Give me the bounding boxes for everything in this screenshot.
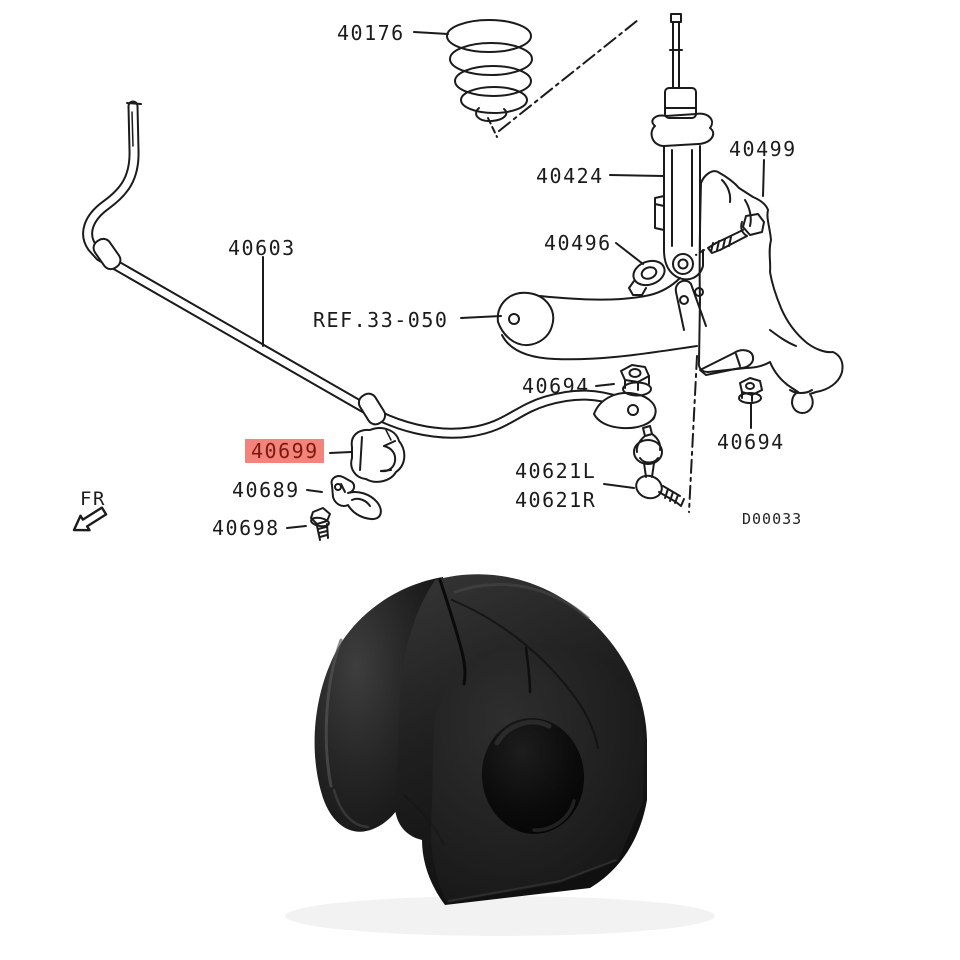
flange-bottom-highlight [332, 788, 370, 829]
leader-40424 [609, 174, 665, 177]
photo-shadow [285, 896, 715, 936]
mount-bolt-drawing [695, 213, 765, 256]
nut-40694-lower-drawing [738, 377, 763, 404]
part-label-40499: 40499 [729, 137, 797, 161]
part-label-40496: 40496 [544, 231, 612, 255]
section-line [688, 355, 698, 513]
coil-spring-drawing [446, 19, 533, 138]
clip-flag-drawing [699, 349, 755, 376]
bolt-40698-drawing [310, 507, 331, 541]
leader-40621 [603, 483, 635, 489]
leader-40496 [615, 242, 644, 265]
part-label-40698: 40698 [212, 516, 280, 540]
leader-40694-upper [595, 383, 615, 387]
strut-drawing [650, 13, 715, 281]
flange-rim-highlight [324, 638, 343, 788]
bushing-body [394, 574, 647, 905]
part-label-40176: 40176 [337, 21, 405, 45]
bushing-front-face [431, 642, 644, 903]
leader-40499 [762, 159, 765, 197]
knuckle-drawing [697, 170, 844, 414]
bushing-photo [285, 574, 715, 936]
part-label-40621L: 40621L [515, 459, 597, 483]
drawing-code: D00033 [742, 510, 803, 528]
face-bottom-edge-light [448, 859, 617, 902]
part-label-40621R: 40621R [515, 488, 597, 512]
lower-crease [403, 794, 445, 846]
face-slit-line [524, 646, 532, 694]
ref-label-33-050: REF.33-050 [313, 308, 449, 332]
fr-direction-label: FR [80, 488, 106, 510]
part-label-40699-highlighted: 40699 [245, 439, 324, 463]
spring-section-line [498, 19, 639, 132]
leader-40699 [329, 451, 352, 454]
part-label-40689: 40689 [232, 478, 300, 502]
leader-ref-33-050 [460, 315, 502, 319]
part-label-40424: 40424 [536, 164, 604, 188]
washer-40496-drawing [628, 259, 666, 296]
part-label-40694-lower: 40694 [717, 430, 785, 454]
leader-40689 [306, 489, 323, 493]
part-label-40603: 40603 [228, 236, 296, 260]
bushing-rear-flange [314, 577, 445, 832]
leader-40698 [286, 525, 307, 529]
part-label-40694-upper: 40694 [522, 374, 590, 398]
flange-body-crease [451, 599, 599, 749]
bracket-40689-drawing [330, 475, 382, 521]
slit-cut-line [438, 578, 467, 686]
leader-40176 [413, 31, 449, 35]
bore-lower-reflection [532, 799, 576, 832]
bushing-40699-drawing [350, 427, 406, 483]
control-arm-drawing [496, 277, 707, 361]
body-top-highlight [453, 582, 590, 620]
bore-rim-highlight [494, 719, 552, 746]
nut-40694-upper-drawing [620, 364, 652, 397]
bushing-bore-hole [481, 718, 585, 834]
stabilizer-link-drawing [633, 425, 685, 507]
